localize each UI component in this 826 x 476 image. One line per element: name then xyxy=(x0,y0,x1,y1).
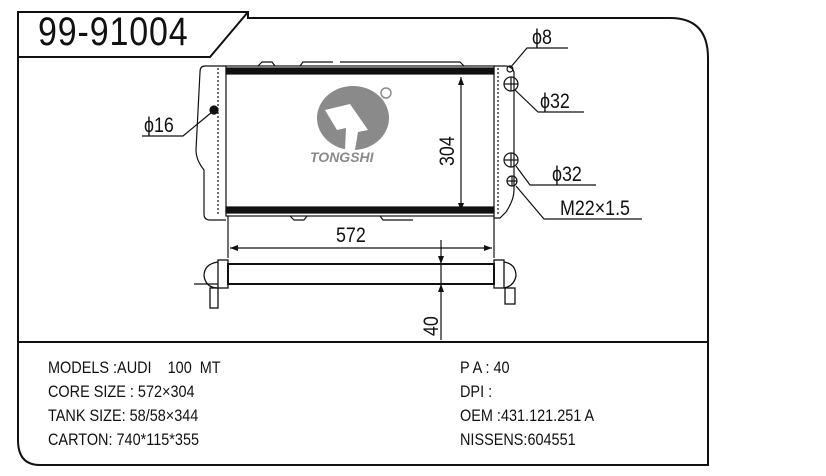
spec-oem: OEM :431.121.251 A xyxy=(460,406,595,425)
spec-carton: CARTON: 740*115*355 xyxy=(48,430,200,449)
logo-text: TONGSHI xyxy=(310,149,375,165)
part-number: 99-91004 xyxy=(38,10,189,54)
thread-size-label: M22×1.5 xyxy=(560,197,630,220)
thickness-dimension-label: 40 xyxy=(420,316,443,336)
radiator-side-view xyxy=(194,259,517,309)
title-box xyxy=(18,11,249,58)
spec-nissens: NISSENS:604551 xyxy=(460,430,576,449)
outlet-bottom-diameter-label: ϕ32 xyxy=(552,163,582,186)
height-dimension-label: 304 xyxy=(436,136,459,166)
inlet-diameter-label: ϕ16 xyxy=(144,114,174,137)
vent-diameter-label: ϕ8 xyxy=(532,26,552,49)
frame-border xyxy=(17,11,709,466)
spec-tank-size: TANK SIZE: 58/58×344 xyxy=(48,406,199,425)
spec-pa: P A : 40 xyxy=(460,358,510,377)
width-dimension-label: 572 xyxy=(336,224,366,247)
spec-core-size: CORE SIZE : 572×304 xyxy=(48,382,195,401)
outlet-top-diameter-label: ϕ32 xyxy=(540,90,570,113)
radiator-front-view xyxy=(195,61,519,221)
spec-dpi: DPI : xyxy=(460,382,493,401)
brand-logo: TONGSHI xyxy=(310,86,392,165)
spec-models: MODELS :AUDI 100 MT xyxy=(48,358,221,377)
